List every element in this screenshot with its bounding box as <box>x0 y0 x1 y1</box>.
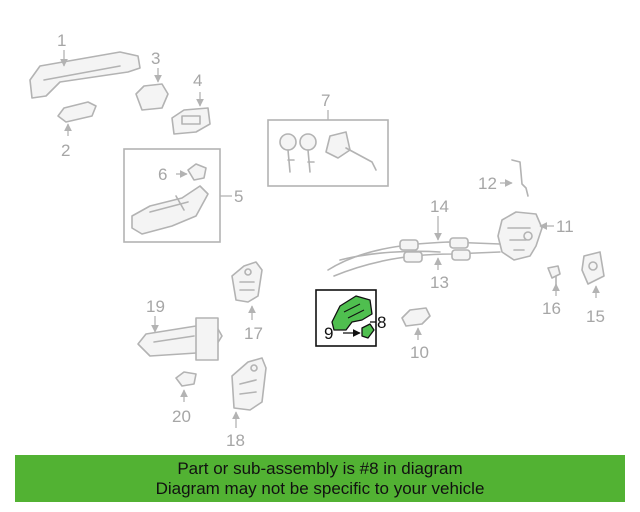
notice-banner: Part or sub-assembly is #8 in diagram Di… <box>15 455 625 502</box>
part-8-highlighted-assembly[interactable]: 9 8 <box>315 289 386 347</box>
callout-6: 6 <box>158 165 167 184</box>
part-17-hinge: 17 <box>231 261 263 343</box>
part-15-striker: 15 <box>581 251 605 326</box>
banner-line-2: Diagram may not be specific to your vehi… <box>155 479 485 498</box>
callout-11: 11 <box>556 217 574 236</box>
callout-3: 3 <box>151 49 160 68</box>
callout-4: 4 <box>193 71 202 90</box>
callout-9: 9 <box>324 324 333 343</box>
callout-8: 8 <box>377 313 386 332</box>
part-10-cap: 10 <box>401 307 431 362</box>
callout-12: 12 <box>478 174 497 193</box>
part-2-handle-cap: 2 <box>57 101 97 160</box>
callout-18: 18 <box>226 431 245 450</box>
callout-5: 5 <box>234 187 243 206</box>
banner-line-1: Part or sub-assembly is #8 in diagram <box>177 459 463 478</box>
callout-15: 15 <box>586 307 605 326</box>
part-12-rod: 12 <box>478 159 529 197</box>
callout-13: 13 <box>430 273 449 292</box>
callout-17: 17 <box>244 324 263 343</box>
parts-diagram: 1 2 3 4 6 5 7 <box>29 31 605 450</box>
part-7-key-set: 7 <box>267 91 389 187</box>
callout-16: 16 <box>542 299 561 318</box>
callout-10: 10 <box>410 343 429 362</box>
callout-19: 19 <box>146 297 165 316</box>
part-16-bolt: 16 <box>542 265 561 318</box>
callout-7: 7 <box>321 91 330 110</box>
part-11-lock-assembly: 11 <box>497 211 574 261</box>
part-4-bezel: 4 <box>171 71 211 135</box>
callout-2: 2 <box>61 141 70 160</box>
part-20-bolt: 20 <box>172 371 197 426</box>
callout-14: 14 <box>430 197 449 216</box>
part-1-outer-handle: 1 <box>29 31 141 99</box>
callout-1: 1 <box>57 31 66 50</box>
part-3-cover: 3 <box>135 49 169 111</box>
part-5-frame-assembly: 6 5 <box>123 148 243 243</box>
part-19-door-check: 19 <box>137 297 223 361</box>
part-18-hinge: 18 <box>226 357 267 450</box>
part-13-14-cables: 14 13 <box>327 197 501 292</box>
callout-20: 20 <box>172 407 191 426</box>
